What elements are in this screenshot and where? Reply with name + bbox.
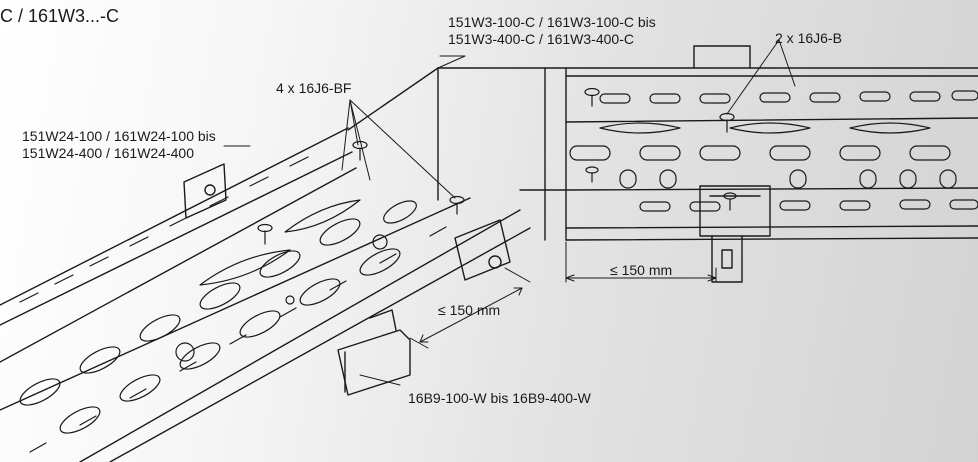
screws xyxy=(257,87,737,245)
angle-part-label-line2: 151W3-400-C / 161W3-400-C xyxy=(448,31,634,47)
leader-lines xyxy=(223,39,796,386)
distance-left-label: ≤ 150 mm xyxy=(438,302,501,318)
right-cable-tray xyxy=(565,45,978,283)
screws-left-label: 4 x 16J6-BF xyxy=(276,80,352,96)
tray-label-line2: 151W24-400 / 161W24-400 xyxy=(22,145,194,161)
bracket-label: 16B9-100-W bis 16B9-400-W xyxy=(408,390,591,406)
tray-label-line1: 151W24-100 / 161W24-100 bis xyxy=(22,128,216,144)
left-cable-tray xyxy=(0,127,531,462)
angle-piece xyxy=(347,67,567,241)
corner-title-label: C / 161W3...-C xyxy=(0,6,120,26)
angle-part-label-line1: 151W3-100-C / 161W3-100-C bis xyxy=(448,14,656,30)
tray-label: 151W24-100 / 161W24-100 bis 151W24-400 /… xyxy=(22,128,216,162)
screws-right-label: 2 x 16J6-B xyxy=(775,30,842,46)
angle-part-label: 151W3-100-C / 161W3-100-C bis 151W3-400-… xyxy=(448,14,656,48)
support-bracket xyxy=(337,309,411,396)
dimension-lines xyxy=(409,241,717,349)
distance-right-label: ≤ 150 mm xyxy=(610,262,673,278)
